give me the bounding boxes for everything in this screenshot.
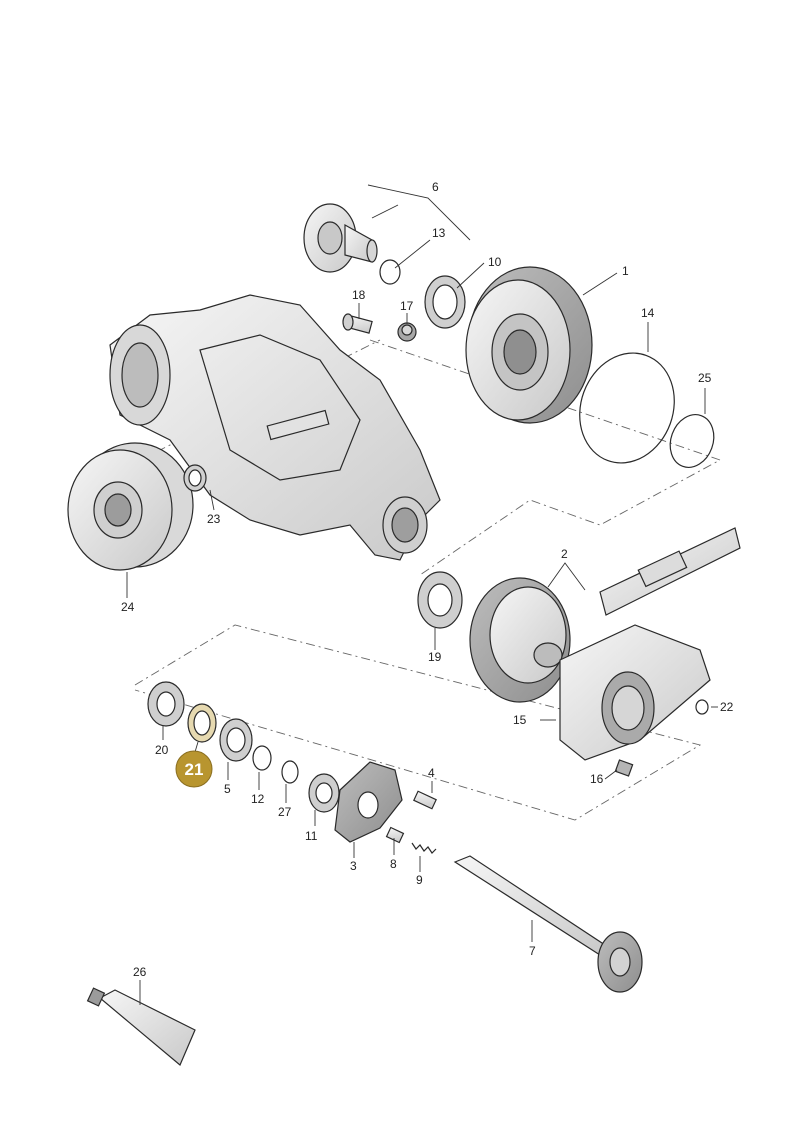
part-15-side-housing xyxy=(559,624,711,761)
part-23-seal xyxy=(183,464,207,492)
part-18-bolt xyxy=(342,313,373,334)
callout-22: 22 xyxy=(720,700,734,714)
callout-5: 5 xyxy=(224,782,231,796)
highlight-badge-21[interactable]: 21 xyxy=(175,741,213,788)
part-27-circlip xyxy=(281,760,299,784)
part-8-bolt xyxy=(385,826,405,844)
part-25-o-ring xyxy=(669,414,715,468)
callout-9: 9 xyxy=(416,873,423,887)
callout-25: 25 xyxy=(698,371,712,385)
part-26-sealant-tube xyxy=(86,987,196,1066)
callout-14: 14 xyxy=(641,306,655,320)
callout-27: 27 xyxy=(278,805,292,819)
callout-23: 23 xyxy=(207,512,221,526)
leader-lines xyxy=(126,184,718,1005)
highlight-badge-circle xyxy=(175,750,213,788)
part-17-plug xyxy=(397,322,417,342)
part-11-bearing xyxy=(308,773,340,813)
callout-17: 17 xyxy=(400,299,414,313)
callout-8: 8 xyxy=(390,857,397,871)
part-3-plate xyxy=(334,761,403,843)
callout-20: 20 xyxy=(155,743,169,757)
part-1-cover xyxy=(465,266,593,424)
part-6-drive-flange xyxy=(303,203,378,273)
part-24-flange xyxy=(67,442,194,571)
part-2-crown-gear-shaft xyxy=(469,527,741,703)
callout-4: 4 xyxy=(428,766,435,780)
part-19-bearing xyxy=(417,571,463,629)
part-20-bearing xyxy=(147,681,185,727)
part-22-ring xyxy=(695,699,709,715)
callout-6: 6 xyxy=(432,180,439,194)
part-14-o-ring xyxy=(579,352,675,464)
part-13-circlip xyxy=(379,259,401,285)
highlight-badge-label: 21 xyxy=(185,760,204,779)
callout-10: 10 xyxy=(488,255,502,269)
callout-12: 12 xyxy=(251,792,265,806)
part-16-plug xyxy=(614,759,634,777)
part-4-bolt xyxy=(413,790,437,810)
callout-labels: 6 13 10 1 18 17 14 25 23 24 2 19 15 22 1… xyxy=(121,180,734,979)
transmission-housing xyxy=(109,294,441,561)
part-21-shim xyxy=(187,703,217,743)
part-7-drive-shaft xyxy=(453,855,643,993)
part-9-spring xyxy=(411,842,437,854)
callout-13: 13 xyxy=(432,226,446,240)
callout-19: 19 xyxy=(428,650,442,664)
callout-7: 7 xyxy=(529,944,536,958)
callout-18: 18 xyxy=(352,288,366,302)
part-10-seal xyxy=(424,275,466,329)
callout-1: 1 xyxy=(622,264,629,278)
callout-2: 2 xyxy=(561,547,568,561)
callout-24: 24 xyxy=(121,600,135,614)
callout-26: 26 xyxy=(133,965,147,979)
part-12-circlip xyxy=(252,745,272,771)
callout-16: 16 xyxy=(590,772,604,786)
callout-3: 3 xyxy=(350,859,357,873)
callout-15: 15 xyxy=(513,713,527,727)
callout-11: 11 xyxy=(305,829,318,843)
part-5-seal xyxy=(219,718,253,762)
